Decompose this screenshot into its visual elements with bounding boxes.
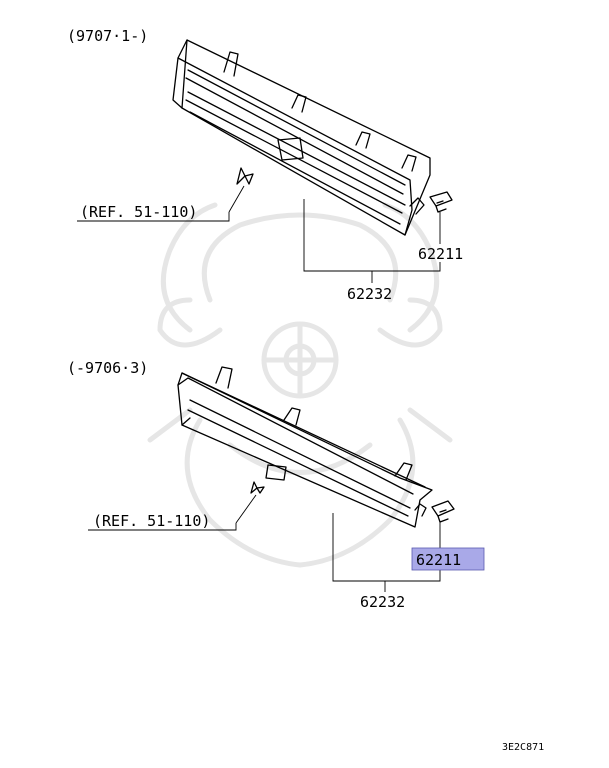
upper-part-62232: 62232 [347,285,392,303]
watermark-seal [147,202,453,568]
lower-emblem [235,481,265,524]
upper-ref-leader [77,212,230,222]
upper-emblem [228,167,254,213]
upper-part-62211: 62211 [418,245,463,263]
upper-clip-62211 [429,191,453,213]
upper-reference-label: (REF. 51-110) [80,203,197,221]
lower-part-62232: 62232 [360,593,405,611]
lower-grille-bracket [332,513,441,582]
lower-ref-leader [88,523,237,531]
lower-part-62211[interactable]: 62211 [416,551,461,569]
diagram-code: 3E2C871 [502,742,544,753]
lower-reference-label: (REF. 51-110) [93,512,210,530]
highlight-box[interactable] [411,547,485,571]
upper-date-range: (9707·1-) [67,27,148,45]
upper-grille [172,39,431,236]
lower-grille [177,366,433,528]
lower-date-range: (-9706·3) [67,359,148,377]
lower-clip-62211 [431,500,455,523]
